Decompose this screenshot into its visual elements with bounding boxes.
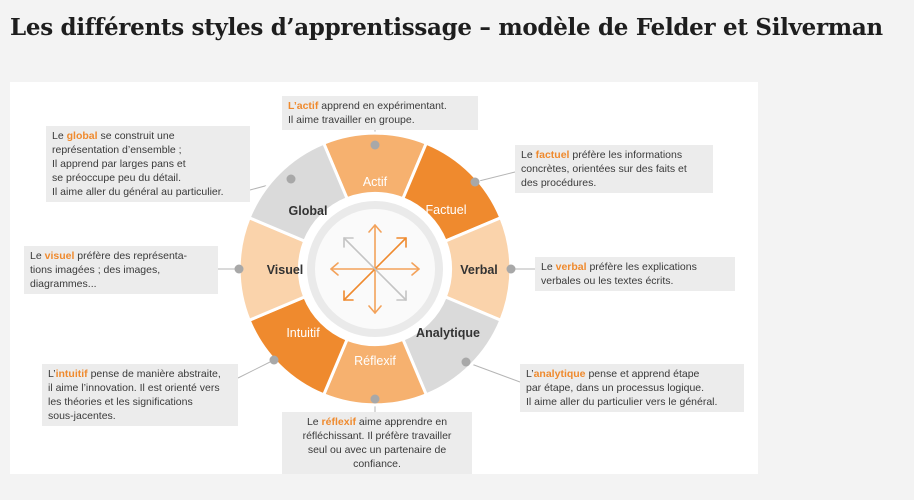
learning-styles-figure: Actif Factuel Verbal Analytique Réflexif… xyxy=(10,82,758,474)
label-factuel: Factuel xyxy=(426,203,467,217)
label-analytique: Analytique xyxy=(416,326,480,340)
description-verbal: Le verbal préfère les explications verba… xyxy=(535,257,735,291)
arrow-diagonal-grey xyxy=(343,237,407,301)
dot-reflexif xyxy=(370,394,380,404)
description-actif: L’actif apprend en expérimentant. Il aim… xyxy=(282,96,478,130)
connector-dots xyxy=(234,140,516,404)
label-verbal: Verbal xyxy=(460,263,498,277)
page-title: Les différents styles d’apprentissage – … xyxy=(10,14,883,41)
description-factuel: Le factuel préfère les informations conc… xyxy=(515,145,713,193)
keyword-reflexif: réflexif xyxy=(321,416,356,428)
learning-styles-wheel: Actif Factuel Verbal Analytique Réflexif… xyxy=(218,127,535,412)
keyword-verbal: verbal xyxy=(555,261,587,273)
dot-actif xyxy=(370,140,380,150)
description-analytique: L’analytique pense et apprend étape par … xyxy=(520,364,744,412)
compass-arrows xyxy=(330,224,420,314)
description-intuitif: L’intuitif pense de manière abstraite, i… xyxy=(42,364,238,426)
keyword-analytique: analytique xyxy=(533,368,586,380)
description-reflexif: Le réflexif aime apprendre en réfléchiss… xyxy=(282,412,472,474)
label-reflexif: Réflexif xyxy=(354,354,396,368)
keyword-visuel: visuel xyxy=(44,250,75,262)
description-visuel: Le visuel préfère des représenta- tions … xyxy=(24,246,218,294)
label-global: Global xyxy=(289,204,328,218)
wheel-segments xyxy=(237,131,513,407)
keyword-global: global xyxy=(66,130,98,142)
keyword-actif: L’actif xyxy=(288,100,319,112)
dot-verbal xyxy=(506,264,516,274)
keyword-intuitif: intuitif xyxy=(55,368,88,380)
keyword-factuel: factuel xyxy=(535,149,570,161)
connector-intuitif xyxy=(237,359,275,379)
connector-factuel xyxy=(474,171,516,183)
segment-labels: Actif Factuel Verbal Analytique Réflexif… xyxy=(267,175,498,368)
dot-analytique xyxy=(461,357,471,367)
label-actif: Actif xyxy=(363,175,388,189)
dot-global xyxy=(286,174,296,184)
description-global: Le global se construit une représentatio… xyxy=(46,126,250,202)
dot-intuitif xyxy=(269,355,279,365)
dot-factuel xyxy=(470,177,480,187)
dot-visuel xyxy=(234,264,244,274)
label-intuitif: Intuitif xyxy=(286,326,320,340)
segment-global xyxy=(247,141,350,244)
label-visuel: Visuel xyxy=(267,263,304,277)
connector-analytique xyxy=(465,361,521,383)
